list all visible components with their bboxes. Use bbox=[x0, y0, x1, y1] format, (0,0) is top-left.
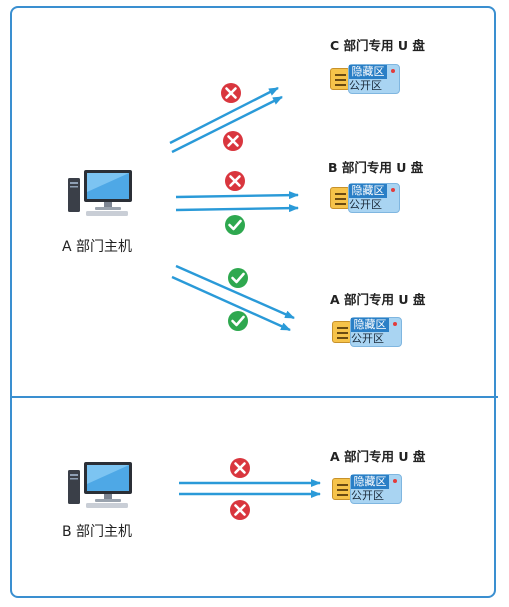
lock-dot-icon bbox=[393, 322, 397, 326]
section-divider bbox=[10, 396, 498, 398]
deny-icon bbox=[223, 131, 243, 151]
arrow-a-to-c-hidden bbox=[169, 86, 279, 145]
usb-b-drive: 隐藏区 公开区 bbox=[330, 183, 404, 213]
usb-a-top-title: A 部门专用 U 盘 bbox=[330, 292, 426, 307]
usb-c-drive: 隐藏区 公开区 bbox=[330, 64, 404, 94]
deny-icon bbox=[230, 458, 250, 478]
usb-a-bottom-title: A 部门专用 U 盘 bbox=[330, 449, 426, 464]
usb-plug-icon bbox=[332, 478, 352, 500]
usb-a-bottom-drive: 隐藏区 公开区 bbox=[332, 474, 406, 504]
lock-dot-icon bbox=[391, 188, 395, 192]
hidden-zone: 隐藏区 bbox=[349, 184, 387, 198]
arrow-a-to-a-hidden bbox=[175, 264, 295, 320]
allow-icon bbox=[228, 268, 248, 288]
public-zone: 公开区 bbox=[351, 332, 384, 345]
usb-plug-icon bbox=[330, 187, 350, 209]
allow-icon bbox=[228, 311, 248, 331]
lock-dot-icon bbox=[391, 69, 395, 73]
usb-plug-icon bbox=[330, 68, 350, 90]
hidden-zone: 隐藏区 bbox=[351, 475, 389, 489]
hidden-zone: 隐藏区 bbox=[351, 318, 389, 332]
arrow-a-to-b-hidden bbox=[175, 191, 299, 200]
arrow-a-to-b-public bbox=[175, 204, 299, 213]
usb-plug-icon bbox=[332, 321, 352, 343]
hidden-zone: 隐藏区 bbox=[349, 65, 387, 79]
arrow-a-to-a-public bbox=[171, 275, 291, 332]
host-a-label: A 部门主机 bbox=[62, 239, 133, 255]
arrow-a-to-c-public bbox=[171, 95, 283, 154]
allow-icon bbox=[225, 215, 245, 235]
outer-frame bbox=[10, 6, 496, 598]
host-a-computer-icon bbox=[68, 170, 132, 216]
host-b-computer-icon bbox=[68, 462, 132, 508]
deny-icon bbox=[221, 83, 241, 103]
lock-dot-icon bbox=[393, 479, 397, 483]
deny-icon bbox=[230, 500, 250, 520]
host-b-label: B 部门主机 bbox=[62, 524, 133, 540]
public-zone: 公开区 bbox=[349, 198, 382, 211]
usb-a-top-drive: 隐藏区 公开区 bbox=[332, 317, 406, 347]
public-zone: 公开区 bbox=[351, 489, 384, 502]
usb-b-title: B 部门专用 U 盘 bbox=[328, 160, 424, 175]
public-zone: 公开区 bbox=[349, 79, 382, 92]
deny-icon bbox=[225, 171, 245, 191]
usb-c-title: C 部门专用 U 盘 bbox=[330, 38, 425, 53]
